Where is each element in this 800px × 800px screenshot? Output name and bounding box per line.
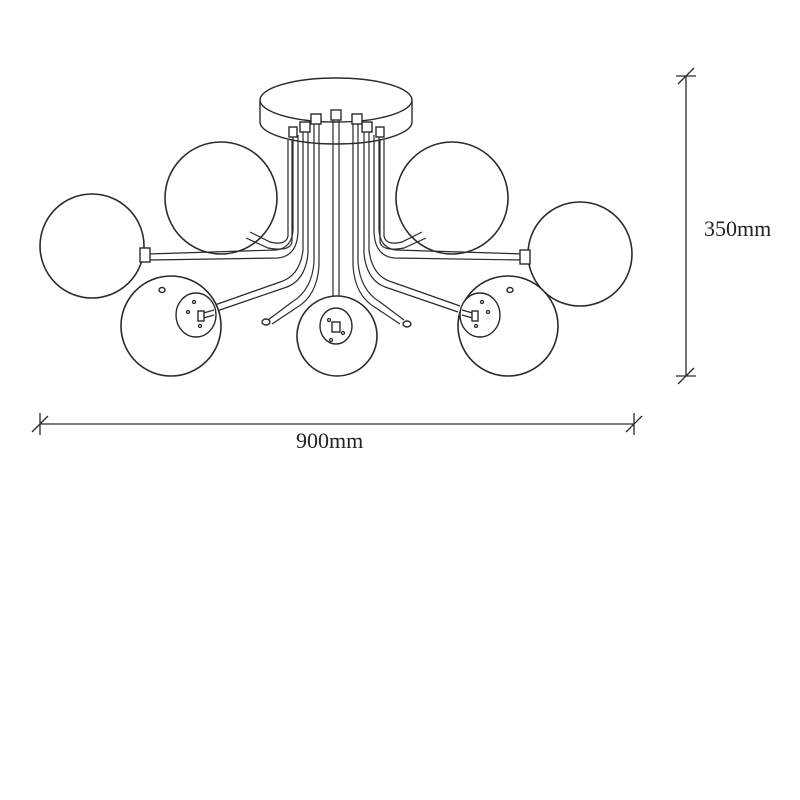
arm-center (332, 118, 340, 328)
height-dimension: 350mm (676, 67, 771, 385)
arm-right-up (379, 140, 427, 250)
height-label: 350mm (704, 216, 771, 241)
socket-side-left (139, 247, 151, 263)
backplate-center (319, 307, 353, 345)
globe-back-right (395, 141, 509, 255)
arm-caps (288, 109, 385, 138)
arm-right-outer (373, 135, 525, 261)
arm-right-inner (352, 124, 405, 325)
arm-right-mid (363, 130, 461, 313)
globe-side-left (39, 193, 145, 299)
backplate-left (175, 292, 217, 338)
globe-back-left (164, 141, 278, 255)
width-label: 900mm (296, 428, 363, 453)
backplate-right (459, 292, 501, 338)
arms (147, 118, 525, 328)
ceiling-canopy (259, 77, 413, 145)
arm-left-mid (211, 130, 309, 313)
arm-left-outer (147, 135, 299, 261)
arm-left-up (245, 140, 293, 250)
arm-end-caps (158, 286, 514, 328)
width-dimension: 900mm (31, 413, 643, 453)
arm-left-inner (267, 124, 320, 325)
socket-side-right (519, 249, 531, 265)
